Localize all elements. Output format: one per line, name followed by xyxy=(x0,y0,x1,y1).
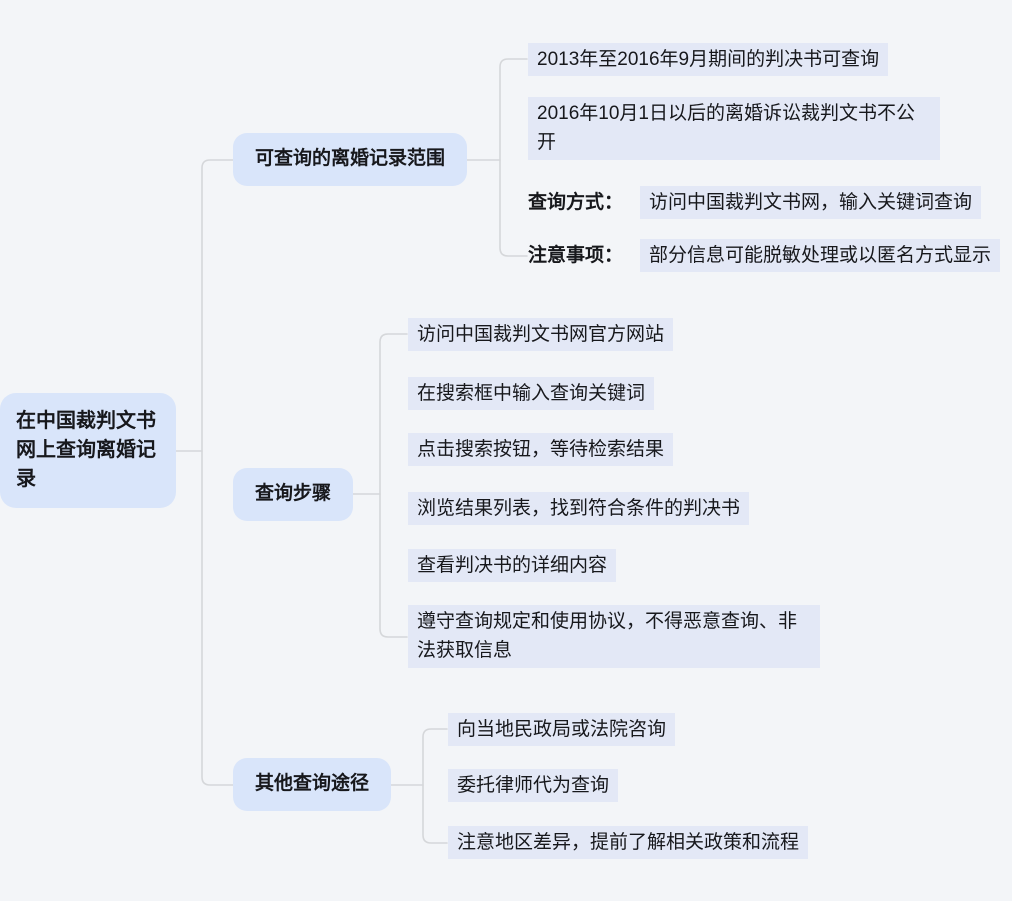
leaf-item[interactable]: 访问中国裁判文书网官方网站 xyxy=(408,318,674,352)
leaf-item[interactable]: 2013年至2016年9月期间的判决书可查询 xyxy=(528,43,889,77)
branch-node-other-channels[interactable]: 其他查询途径 xyxy=(233,758,392,811)
leaf-item[interactable]: 查看判决书的详细内容 xyxy=(408,549,617,583)
connector-branch2-bracket xyxy=(379,333,408,638)
connector-branch1-bracket xyxy=(499,58,528,257)
leaf-item[interactable]: 委托律师代为查询 xyxy=(448,769,619,803)
connector-root-bracket xyxy=(201,159,234,786)
root-node[interactable]: 在中国裁判文书网上查询离婚记录 xyxy=(0,393,176,508)
leaf-item[interactable]: 注意地区差异，提前了解相关政策和流程 xyxy=(448,826,809,860)
leaf-label-notes: 注意事项： xyxy=(528,245,624,266)
leaf-item[interactable]: 部分信息可能脱敏处理或以匿名方式显示 xyxy=(640,239,1001,273)
branch-node-query-steps[interactable]: 查询步骤 xyxy=(233,468,354,521)
leaf-item[interactable]: 点击搜索按钮，等待检索结果 xyxy=(408,433,674,467)
leaf-item[interactable]: 向当地民政局或法院咨询 xyxy=(448,713,676,747)
leaf-item[interactable]: 2016年10月1日以后的离婚诉讼裁判文书不公开 xyxy=(528,97,940,160)
connector-branch3-bracket xyxy=(422,728,448,844)
leaf-item[interactable]: 在搜索框中输入查询关键词 xyxy=(408,377,655,411)
leaf-item[interactable]: 浏览结果列表，找到符合条件的判决书 xyxy=(408,492,750,526)
leaf-label-query-method: 查询方式： xyxy=(528,192,624,213)
branch-node-query-scope[interactable]: 可查询的离婚记录范围 xyxy=(233,133,468,186)
leaf-item[interactable]: 访问中国裁判文书网，输入关键词查询 xyxy=(640,186,982,220)
leaf-item[interactable]: 遵守查询规定和使用协议，不得恶意查询、非法获取信息 xyxy=(408,605,820,668)
